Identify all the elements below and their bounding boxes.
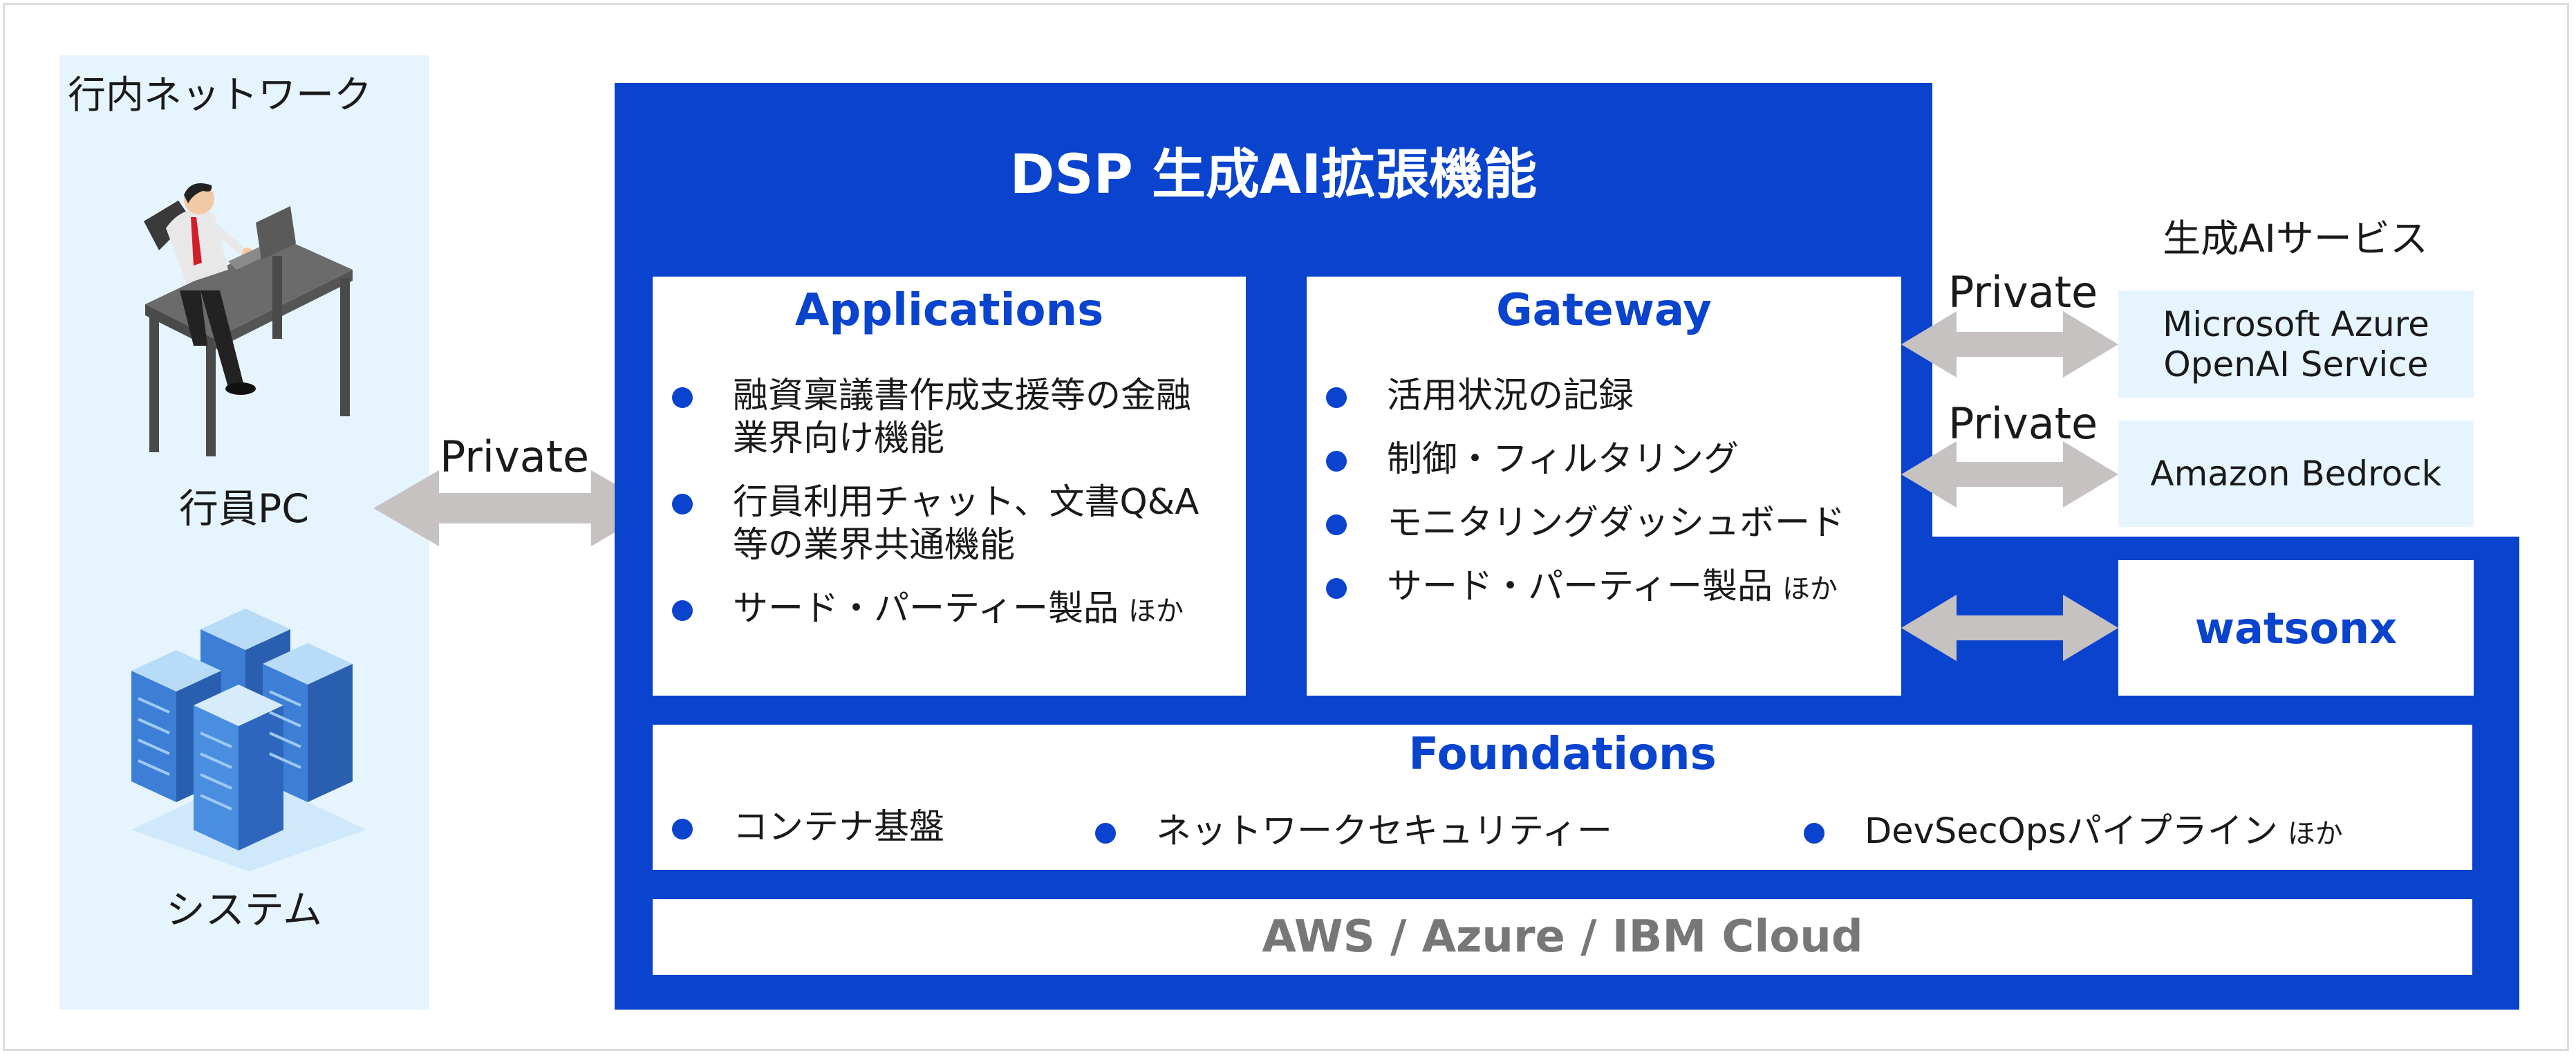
list-item-text: 活用状況の記録 <box>1387 375 1634 416</box>
list-item-text: サード・パーティー製品 <box>733 588 1119 629</box>
bidirectional-arrow-azure <box>1901 311 2118 378</box>
foundations-box: Foundations コンテナ基盤 ネットワークセキュリティー DevSecO… <box>653 725 2472 870</box>
private-label-bedrock: Private <box>1948 398 2098 449</box>
applications-box: Applications 融資稟議書作成支援等の金融業界向け機能 行員利用チャッ… <box>653 277 1246 696</box>
diagram-frame <box>3 3 2569 1051</box>
bullet-icon <box>672 387 693 408</box>
amazon-bedrock-label: Amazon Bedrock <box>2150 454 2442 494</box>
foundations-title: Foundations <box>1408 729 1717 780</box>
genai-services-label: 生成AIサービス <box>2163 216 2428 261</box>
list-item-text: 融資稟議書作成支援等の金融 <box>733 375 1192 416</box>
gateway-title: Gateway <box>1496 285 1712 336</box>
watsonx-label: watsonx <box>2194 602 2398 653</box>
employee-pc-label: 行員PC <box>178 486 310 532</box>
bullet-icon <box>1326 514 1347 535</box>
cloud-box: AWS / Azure / IBM Cloud <box>653 899 2472 975</box>
employee-at-desk-icon <box>144 183 353 456</box>
system-label: システム <box>165 887 323 933</box>
list-item: 制御・フィルタリング <box>1326 438 1887 481</box>
list-item-text: 制御・フィルタリング <box>1387 439 1739 480</box>
list-item: モニタリングダッシュボード <box>1326 502 1887 545</box>
list-item-text: サード・パーティー製品 <box>1387 566 1773 607</box>
list-item-text: 業界向け機能 <box>733 418 945 459</box>
list-item-suffix: ほか <box>2287 818 2343 850</box>
list-item: サード・パーティー製品ほか <box>672 588 1232 633</box>
azure-line1: Microsoft Azure <box>2163 304 2429 344</box>
bullet-icon <box>1326 387 1347 408</box>
bullet-icon <box>672 600 693 621</box>
private-label-left: Private <box>440 431 590 482</box>
bullet-icon <box>1804 823 1824 844</box>
list-item-text: 行員利用チャット、文書Q&A <box>733 482 1200 523</box>
list-item-suffix: ほか <box>1782 573 1838 605</box>
gateway-box: Gateway 活用状況の記録 制御・フィルタリング モニタリングダッシュボード… <box>1307 277 1901 696</box>
internal-network-label: 行内ネットワーク <box>68 73 373 117</box>
dsp-title: DSP 生成AI拡張機能 <box>1009 144 1538 206</box>
list-item-text: ネットワークセキュリティー <box>1156 811 1612 852</box>
list-item: 活用状況の記録 <box>1326 375 1887 418</box>
watsonx-box: watsonx <box>2118 560 2474 696</box>
amazon-bedrock-box: Amazon Bedrock <box>2118 420 2474 527</box>
gateway-list: 活用状況の記録 制御・フィルタリング モニタリングダッシュボード サード・パーテ… <box>1326 375 1887 631</box>
list-item-suffix: ほか <box>1128 595 1184 627</box>
bullet-icon <box>672 494 693 514</box>
list-item-text: DevSecOpsパイプライン <box>1865 811 2278 852</box>
list-item: サード・パーティー製品ほか <box>1326 566 1887 611</box>
list-item-text: モニタリングダッシュボード <box>1387 503 1846 544</box>
list-item-text: 等の業界共通機能 <box>733 525 1016 566</box>
cloud-label: AWS / Azure / IBM Cloud <box>1262 911 1863 963</box>
list-item: ネットワークセキュリティー <box>1095 802 1612 853</box>
private-label-azure: Private <box>1948 267 2098 317</box>
applications-title: Applications <box>794 285 1104 336</box>
bullet-icon <box>1326 578 1347 599</box>
list-item: DevSecOpsパイプラインほか <box>1804 802 2343 853</box>
bidirectional-arrow-watsonx <box>1901 595 2118 661</box>
azure-line2: OpenAI Service <box>2163 344 2429 384</box>
bullet-icon <box>1095 823 1116 844</box>
bullet-icon <box>1326 451 1347 472</box>
bidirectional-arrow-bedrock <box>1901 441 2118 508</box>
bidirectional-arrow-left <box>373 470 657 546</box>
server-rack-icon <box>131 609 366 871</box>
bullet-icon <box>672 819 693 839</box>
list-item: コンテナ基盤 <box>672 798 944 849</box>
list-item-text: コンテナ基盤 <box>733 807 945 848</box>
list-item: 融資稟議書作成支援等の金融業界向け機能 <box>672 375 1232 461</box>
